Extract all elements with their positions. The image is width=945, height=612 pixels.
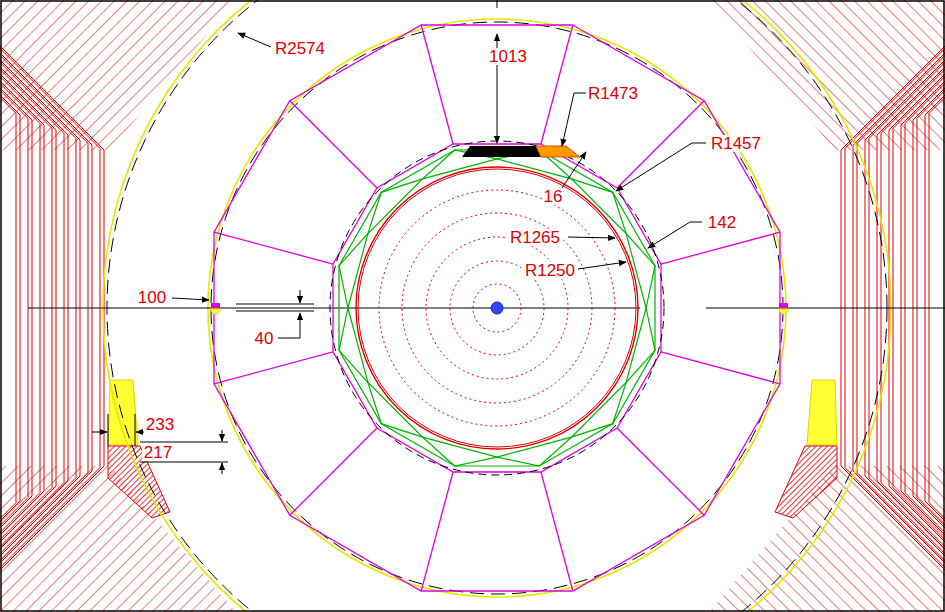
marker-yellow [211,309,220,314]
sector-divider [617,101,704,188]
axis-line [706,308,945,309]
yellow-block [108,380,138,445]
dimension-line [236,304,314,305]
dimension-label: R1250 [523,262,577,279]
dimension-label: 217 [142,444,174,461]
sector-divider [661,232,780,264]
outer-dashed-circle [107,0,887,612]
dimension-label: R1265 [508,229,562,246]
tracker-circle [473,284,521,332]
leader-line [172,298,209,300]
extension-line [140,442,228,443]
black-insert [462,146,541,157]
dimension-label: 142 [706,214,738,231]
red-block [775,446,837,518]
marker-yellow [779,309,788,314]
truss-inner [348,159,646,457]
dimension-lines [92,33,706,474]
truss-outer [339,150,655,466]
dimension-label: 16 [542,188,565,205]
dimension-label: R1473 [586,85,640,102]
dimension-line [300,290,301,303]
sector-divider [661,352,780,384]
sector-divider [214,352,333,384]
dimension-label: R2574 [273,40,327,57]
dimension-label: R1457 [709,135,763,152]
extension-line [140,462,228,463]
extension-line [108,414,109,446]
dimension-line [92,432,107,433]
leader-line [278,313,300,338]
sector-divider [541,25,573,144]
beam-pipe [491,302,503,314]
dimension-line [222,430,223,441]
leader-line [616,143,706,191]
leader-line [562,152,586,188]
sector-divider [617,428,704,515]
dimension-label: 1013 [487,48,529,65]
solenoid-circle [356,167,638,449]
leader-line [648,222,702,248]
marker [779,303,788,308]
coil-winding [929,0,945,612]
axis-line [28,308,640,309]
inner-dashed-circle [330,141,664,475]
dimension-label: 233 [144,416,176,433]
sector-divider [541,472,573,591]
sector-inner [333,144,661,472]
marker [211,303,220,308]
sector-divider [290,101,377,188]
dimension-line [236,311,314,312]
leader-line [568,237,615,238]
dimension-line [222,463,223,474]
yellow-block [807,380,837,445]
sector-divider [421,472,453,591]
sector-divider [214,232,333,264]
sector-outer [214,25,780,591]
outer-yellow-circle [103,0,891,612]
dimension-label: 40 [253,330,276,347]
orange-insert [536,146,580,157]
coil-winding [0,0,16,612]
leader-line [562,93,586,146]
solenoid-circle [358,169,636,447]
extension-line [135,414,136,446]
tracker-circle [379,190,615,426]
sector-divider [421,25,453,144]
leader-line [578,262,626,269]
leader-line [238,33,271,47]
tracker-circle [426,237,568,379]
sector-divider [290,428,377,515]
truss-zigzag [339,150,655,466]
detector-geometry [28,0,945,612]
tracker-circle [402,213,592,403]
dimension-label: 100 [136,289,168,306]
